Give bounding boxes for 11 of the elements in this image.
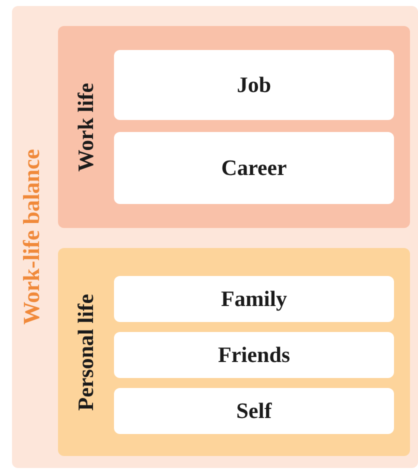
group-title: Work life	[73, 82, 99, 172]
item-card: Career	[114, 132, 394, 204]
group-panel	[12, 6, 418, 468]
item-card: Job	[114, 50, 394, 120]
item-card: Friends	[114, 332, 394, 378]
item-card: Self	[114, 388, 394, 434]
group-panel	[58, 26, 410, 228]
group-title: Personal life	[73, 294, 99, 410]
item-card: Family	[114, 276, 394, 322]
group-panel	[58, 248, 410, 456]
group-title: Work-life balance	[19, 149, 45, 325]
